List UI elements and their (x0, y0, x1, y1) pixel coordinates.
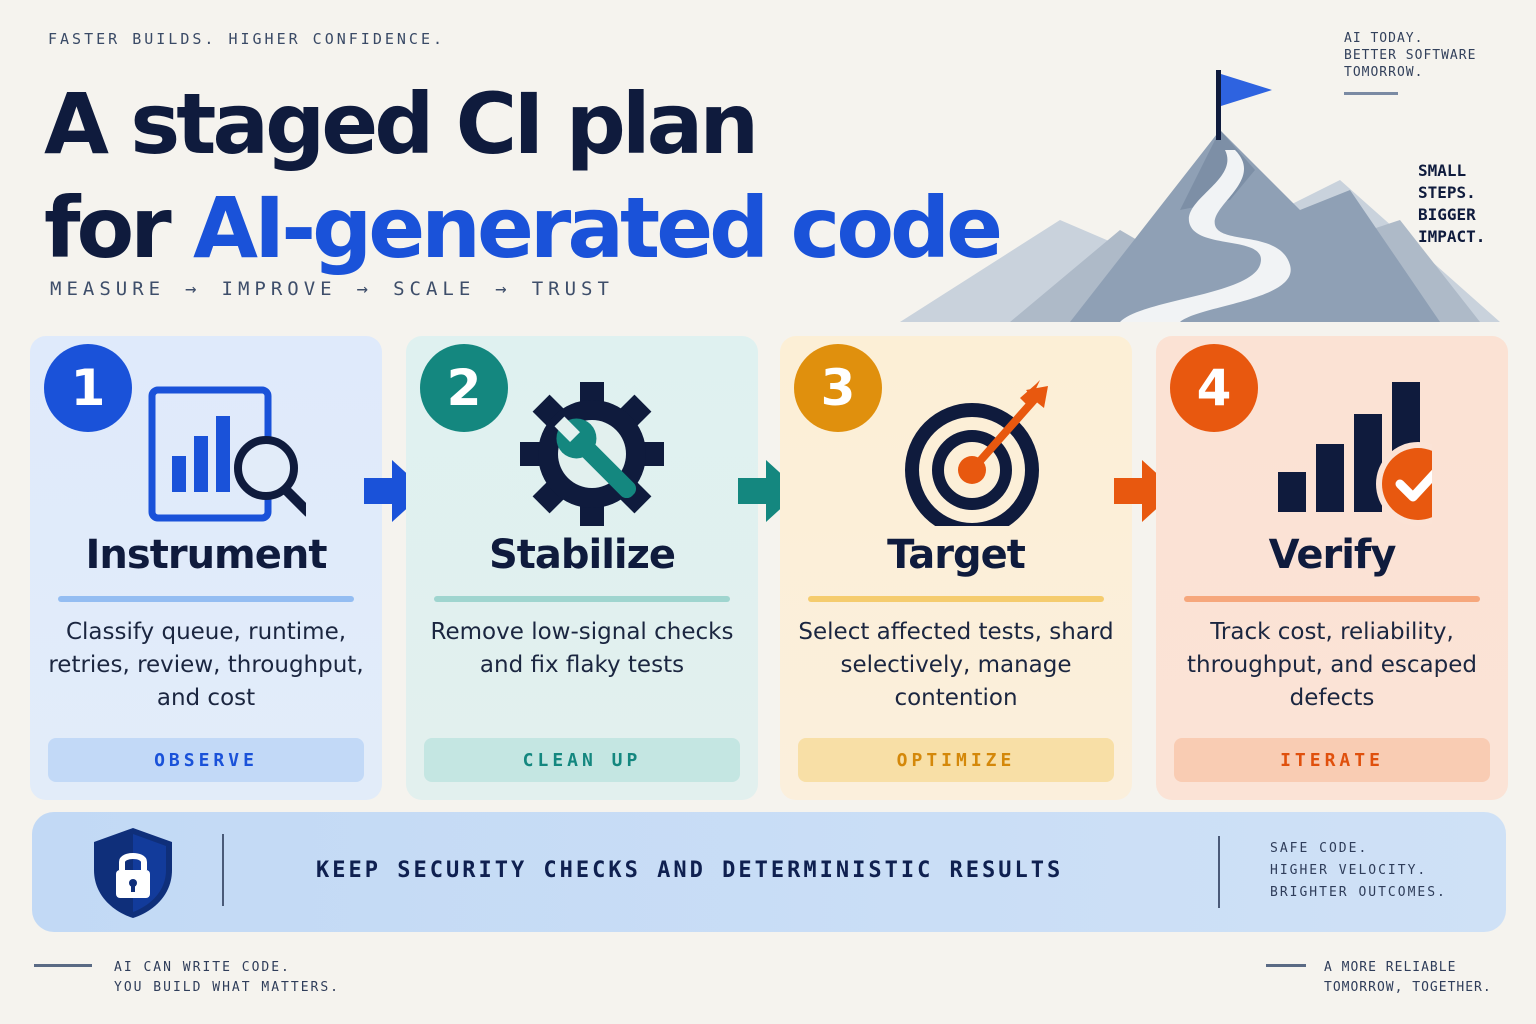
mountain-flag-icon (900, 70, 1500, 322)
arrow-right-icon (364, 460, 426, 522)
progression-steps: MEASURE → IMPROVE → SCALE → TRUST (50, 278, 614, 300)
shield-lock-icon (94, 828, 172, 918)
security-side-note: SAFE CODE. HIGHER VELOCITY. BRIGHTER OUT… (1270, 841, 1447, 900)
card-description: Remove low-signal checks and fix flaky t… (430, 619, 734, 678)
chart-magnifier-icon (148, 386, 306, 522)
footer-divider-left (34, 964, 92, 967)
card-tag: ITERATE (1174, 738, 1490, 782)
card-tag: OPTIMIZE (798, 738, 1114, 782)
card-stabilize: 2 Stabilize Remove low-signal checks (406, 336, 758, 800)
card-divider (434, 596, 730, 602)
step-improve: IMPROVE (221, 278, 337, 300)
card-divider (58, 596, 354, 602)
step-number: 1 (44, 344, 132, 432)
top-note-divider (1344, 92, 1398, 95)
step-arrow: → (356, 278, 374, 300)
top-note: AI TODAY. BETTER SOFTWARE TOMORROW. (1344, 31, 1477, 80)
tagline: FASTER BUILDS. HIGHER CONFIDENCE. (48, 30, 446, 48)
card-title: Verify (1268, 532, 1397, 578)
card-title: Stabilize (488, 532, 676, 578)
gear-wrench-icon (520, 382, 664, 526)
title-line-1: A staged CI plan (44, 75, 759, 173)
step-measure: MEASURE (50, 278, 166, 300)
title-accent: AI-generated code (192, 179, 1003, 277)
step-arrow: → (185, 278, 202, 300)
step-arrow: → (495, 278, 512, 300)
card-title: Instrument (85, 532, 328, 578)
bars-check-icon (1278, 382, 1432, 526)
footer-right-note: A MORE RELIABLE TOMORROW, TOGETHER. (1324, 960, 1492, 995)
step-scale: SCALE (393, 278, 476, 300)
title-for: for (44, 179, 193, 277)
card-divider (1184, 596, 1480, 602)
arrow-right-icon (1114, 460, 1176, 522)
security-banner: KEEP SECURITY CHECKS AND DETERMINISTIC R… (32, 812, 1506, 932)
banner-divider (1218, 836, 1220, 908)
card-description: Track cost, reliability, throughput, and… (1187, 619, 1477, 711)
card-target: 3 Target Select affected tests, shard se… (780, 336, 1132, 800)
title-line-2: for AI-generated code (44, 176, 1003, 280)
step-number: 3 (794, 344, 882, 432)
card-divider (808, 596, 1104, 602)
footer-left-note: AI CAN WRITE CODE. YOU BUILD WHAT MATTER… (114, 960, 341, 995)
step-number: 4 (1170, 344, 1258, 432)
card-title: Target (887, 532, 1026, 578)
card-tag: OBSERVE (48, 738, 364, 782)
page-title: A staged CI plan for AI-generated code (44, 72, 1003, 280)
step-trust: TRUST (531, 278, 614, 300)
card-verify: 4 Verify Track cost, reliability, throug… (1156, 336, 1508, 800)
target-arrow-icon (905, 380, 1048, 526)
card-description: Classify queue, runtime, retries, review… (48, 619, 364, 711)
step-number: 2 (420, 344, 508, 432)
security-message: KEEP SECURITY CHECKS AND DETERMINISTIC R… (316, 858, 1064, 883)
arrow-right-icon (738, 460, 800, 522)
mountain-note: SMALL STEPS. BIGGER IMPACT. (1418, 161, 1486, 246)
card-tag: CLEAN UP (424, 738, 740, 782)
card-description: Select affected tests, shard selectively… (798, 619, 1114, 711)
footer-divider-right (1266, 964, 1306, 967)
card-instrument: 1 Instrument Classify queue, runtime, re… (30, 336, 382, 800)
banner-divider (222, 834, 224, 906)
